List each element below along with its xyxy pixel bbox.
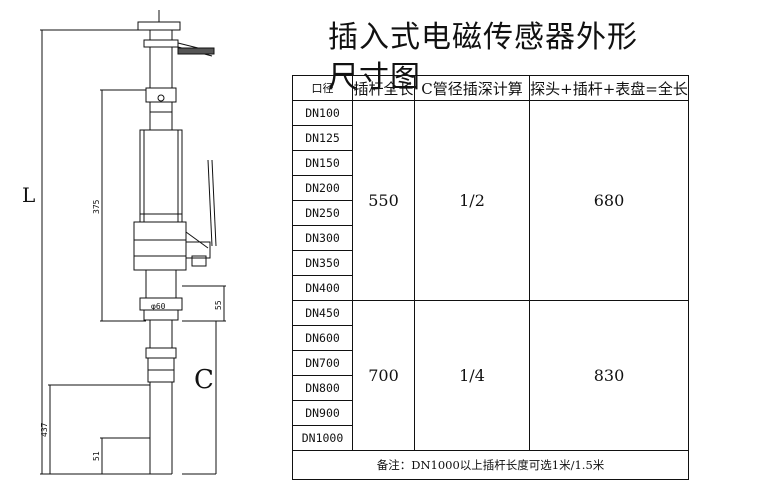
- table-header-row: 口径 插杆全长 C管径插深计算 探头+插杆+表盘=全长: [292, 75, 689, 101]
- dimension-437: [48, 384, 150, 474]
- diameter-cell: DN400: [292, 275, 353, 301]
- sensor-outline-drawing: L C 375 55 φ60 437 51: [22, 10, 226, 475]
- diameter-cell: DN450: [292, 300, 353, 326]
- label-55: 55: [214, 300, 223, 310]
- dimension-table: 口径 插杆全长 C管径插深计算 探头+插杆+表盘=全长 DN100 550 1/…: [292, 75, 689, 480]
- table-row: DN450 700 1/4 830: [292, 300, 689, 451]
- label-437: 437: [40, 422, 49, 437]
- header-insertion: C管径插深计算: [414, 75, 530, 101]
- dimension-375: [100, 89, 146, 322]
- rod-length-cell: 550: [352, 100, 415, 301]
- body-tube: [139, 129, 183, 223]
- diameter-cell: DN600: [292, 325, 353, 351]
- diameter-cell: DN250: [292, 200, 353, 226]
- top-handle: [137, 10, 215, 57]
- diameter-cell: DN200: [292, 175, 353, 201]
- table-row: DN100 550 1/2 680: [292, 100, 689, 301]
- header-rod-length: 插杆全长: [352, 75, 415, 101]
- diameter-cell: DN150: [292, 150, 353, 176]
- table-row: DN600: [292, 325, 689, 351]
- diameter-cell: DN1000: [292, 425, 353, 451]
- page-title: 插入式电磁传感器外形尺寸图: [328, 20, 638, 95]
- diameter-cell: DN300: [292, 225, 353, 251]
- diameter-cell: DN700: [292, 350, 353, 376]
- insertion-cell: 1/4: [414, 300, 530, 451]
- total-length-cell: 830: [529, 300, 689, 451]
- table-row: DN800: [292, 375, 689, 401]
- ball-valve: [133, 159, 217, 271]
- table-row: DN300: [292, 225, 689, 251]
- upper-rod: [145, 47, 177, 130]
- flange: [139, 269, 183, 321]
- diameter-cell: DN900: [292, 400, 353, 426]
- label-375: 375: [92, 199, 101, 214]
- diameter-cell: DN800: [292, 375, 353, 401]
- table-row: DN150: [292, 150, 689, 176]
- label-L: L: [22, 183, 35, 207]
- dimension-C: [182, 320, 217, 475]
- diameter-cell: DN350: [292, 250, 353, 276]
- header-total: 探头+插杆+表盘=全长: [529, 75, 689, 101]
- diameter-cell: DN100: [292, 100, 353, 126]
- dimension-51: [100, 437, 150, 474]
- lower-rod: [145, 320, 177, 475]
- label-51: 51: [92, 451, 101, 461]
- label-phi60: φ60: [151, 302, 166, 311]
- table-note: 备注：DN1000以上插杆长度可选1米/1.5米: [292, 450, 689, 480]
- total-length-cell: 680: [529, 100, 689, 301]
- rod-length-cell: 700: [352, 300, 415, 451]
- diameter-cell: DN125: [292, 125, 353, 151]
- dimension-L: [40, 29, 150, 475]
- label-C: C: [194, 365, 214, 395]
- table-row: DN900: [292, 400, 689, 426]
- table-row: DN125: [292, 125, 689, 151]
- table-row: DN400: [292, 275, 689, 301]
- header-diameter: 口径: [292, 75, 353, 101]
- insertion-cell: 1/2: [414, 100, 530, 301]
- table-row: DN200: [292, 175, 689, 201]
- table-note-row: 备注：DN1000以上插杆长度可选1米/1.5米: [292, 450, 689, 480]
